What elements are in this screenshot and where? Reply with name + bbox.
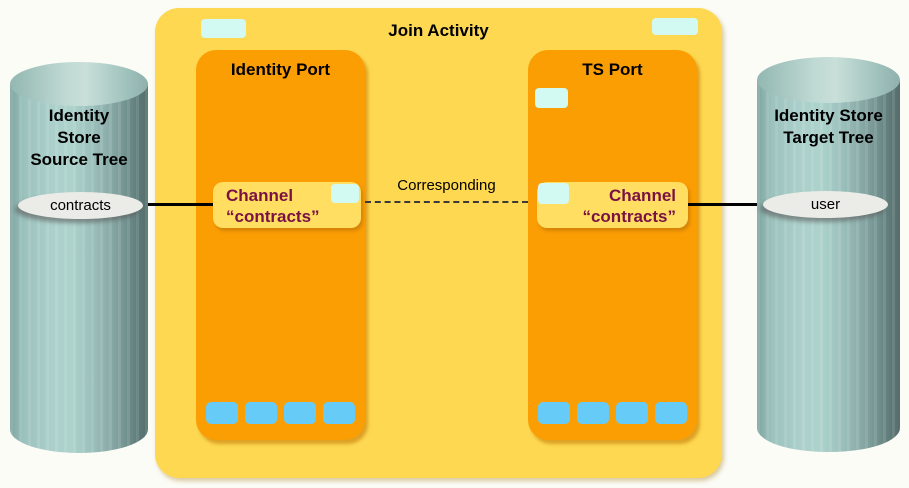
ts-port-connector-row bbox=[528, 402, 697, 424]
corresponding-dashed-line bbox=[365, 201, 528, 203]
identity-port-connector-row bbox=[196, 402, 365, 424]
corresponding-label: Corresponding bbox=[397, 177, 496, 194]
channel-connector-chip-icon bbox=[538, 183, 569, 204]
channel-connector-chip-icon bbox=[331, 184, 359, 203]
cylinder-body bbox=[757, 80, 900, 452]
contracts-node: contracts bbox=[18, 192, 143, 219]
connector-chip-icon bbox=[206, 402, 238, 424]
connector-chip-icon bbox=[538, 402, 570, 424]
identity-port-channel-box: Channel “contracts” bbox=[213, 182, 361, 228]
port-connector-chip-icon bbox=[535, 88, 568, 108]
cylinder-top bbox=[10, 62, 148, 106]
channel-name: Channel bbox=[226, 186, 294, 205]
target-store-label: Identity Store Target Tree bbox=[747, 105, 909, 149]
target-store-label-line2: Target Tree bbox=[783, 128, 874, 147]
join-activity-box: Join Activity Identity Port Channel “con… bbox=[155, 8, 722, 478]
source-store-label: Identity Store Source Tree bbox=[0, 105, 158, 171]
source-store-label-line2: Store bbox=[57, 128, 101, 147]
port-connector-chip-icon bbox=[652, 18, 698, 35]
port-connector-chip-icon bbox=[201, 19, 246, 38]
identity-store-source-tree-cylinder: Identity Store Source Tree bbox=[10, 62, 148, 453]
source-store-label-line3: Source Tree bbox=[30, 150, 128, 169]
channel-value: “contracts” bbox=[582, 207, 676, 226]
ts-port-box: TS Port Channel “contracts” bbox=[528, 50, 697, 440]
cylinder-top bbox=[757, 57, 900, 103]
identity-port-box: Identity Port Channel “contracts” bbox=[196, 50, 365, 440]
ts-port-channel-box: Channel “contracts” bbox=[537, 182, 688, 228]
connector-chip-icon bbox=[616, 402, 648, 424]
target-store-label-line1: Identity Store bbox=[774, 106, 883, 125]
connector-chip-icon bbox=[655, 402, 687, 424]
cylinder-body bbox=[10, 84, 148, 453]
ts-port-title: TS Port bbox=[582, 60, 643, 79]
channel-to-target-line bbox=[688, 203, 770, 206]
connector-chip-icon bbox=[577, 402, 609, 424]
connector-chip-icon bbox=[323, 402, 355, 424]
user-node: user bbox=[763, 191, 888, 218]
channel-value: “contracts” bbox=[226, 207, 320, 226]
connector-chip-icon bbox=[284, 402, 316, 424]
source-to-channel-line bbox=[142, 203, 213, 206]
channel-name: Channel bbox=[608, 186, 676, 205]
join-activity-title: Join Activity bbox=[388, 21, 489, 40]
identity-store-target-tree-cylinder: Identity Store Target Tree bbox=[757, 57, 900, 452]
source-store-label-line1: Identity bbox=[48, 106, 110, 125]
connector-chip-icon bbox=[245, 402, 277, 424]
identity-port-title: Identity Port bbox=[230, 60, 331, 79]
